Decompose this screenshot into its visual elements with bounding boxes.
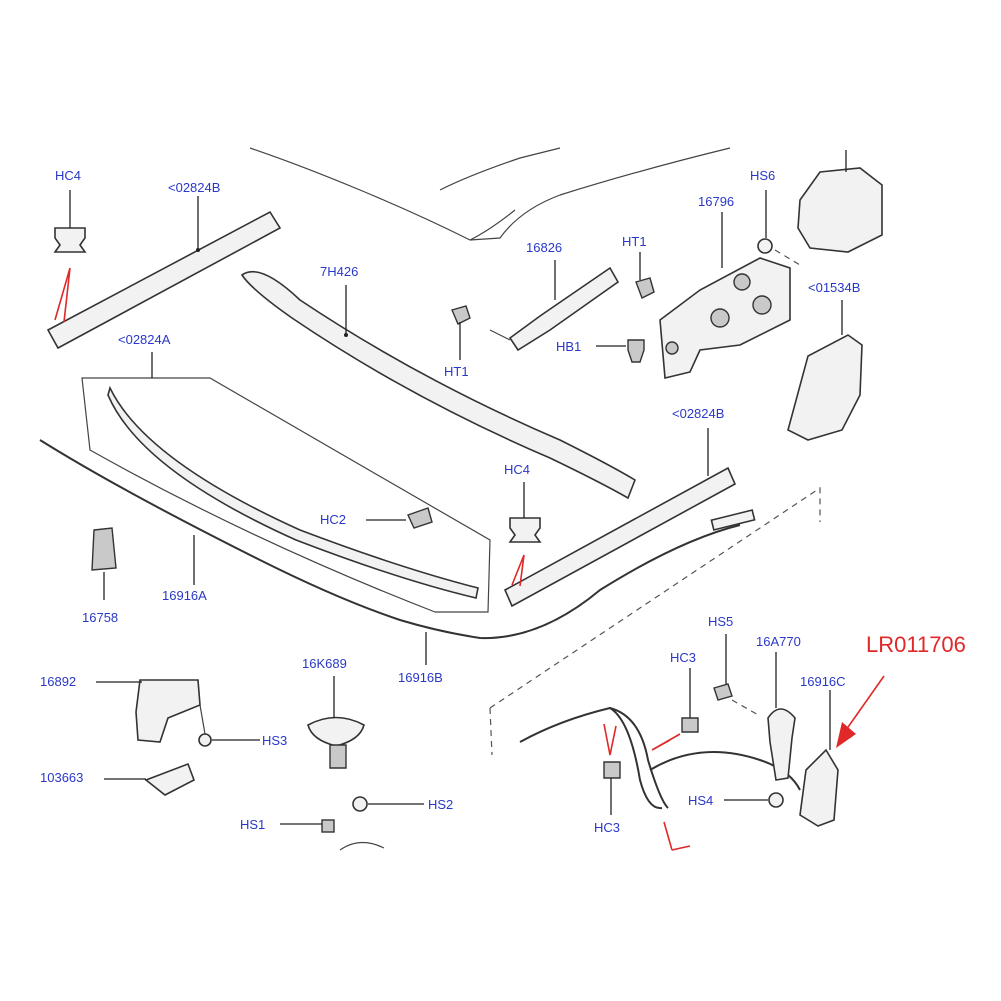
bracket-103663 — [104, 762, 195, 796]
label-02824a: <02824A — [118, 332, 171, 347]
bolt-hs3 — [198, 704, 260, 747]
clip-hc2 — [366, 507, 433, 529]
label-hc4-mid: HC4 — [504, 462, 530, 477]
cable-boundary-dashed — [489, 486, 821, 756]
bolt-hs2 — [352, 796, 424, 812]
clip-hc4-top — [53, 190, 87, 323]
bolt-hs6 — [757, 190, 801, 266]
catalog-number: LR011706 — [866, 632, 966, 657]
seal-strip-02824b-right — [503, 428, 737, 608]
label-16826: 16826 — [526, 240, 562, 255]
pointer-arrow-red — [836, 675, 885, 748]
clip-hc3-bottom — [603, 723, 691, 851]
bracket-16916c — [799, 690, 839, 827]
label-16796: 16796 — [698, 194, 734, 209]
label-hc2: HC2 — [320, 512, 346, 527]
bolt-hs4 — [724, 792, 784, 808]
label-7h426: 7H426 — [320, 264, 358, 279]
seal-frame-02824a — [81, 352, 491, 613]
label-hs1: HS1 — [240, 817, 265, 832]
bonnet-panel — [249, 147, 731, 241]
label-hs4: HS4 — [688, 793, 713, 808]
label-16758: 16758 — [82, 610, 118, 625]
label-hb1: HB1 — [556, 339, 581, 354]
bolt-hs1 — [280, 819, 385, 851]
bump-stop-16758 — [91, 527, 117, 600]
label-01534b: <01534B — [808, 280, 860, 295]
clip-hc4-mid — [508, 482, 542, 587]
release-cable-lower — [519, 668, 801, 810]
label-ht1-bottom: HT1 — [444, 364, 469, 379]
fastener-hb1 — [596, 339, 645, 363]
label-hs3: HS3 — [262, 733, 287, 748]
label-hc4-top: HC4 — [55, 168, 81, 183]
label-16916a: 16916A — [162, 588, 207, 603]
label-103663: 103663 — [40, 770, 83, 785]
fastener-ht1-bottom — [451, 305, 471, 360]
label-02824b-top: <02824B — [168, 180, 220, 195]
seal-strip-02824b-left — [46, 196, 282, 350]
label-16k689: 16K689 — [302, 656, 347, 671]
release-handle-16a770 — [767, 652, 796, 781]
label-hs5: HS5 — [708, 614, 733, 629]
cover-01534b — [787, 300, 863, 441]
label-16916b: 16916B — [398, 670, 443, 685]
label-hc3-top: HC3 — [670, 650, 696, 665]
fastener-ht1-top — [635, 252, 655, 299]
striker-16892 — [96, 679, 201, 743]
label-ht1-top: HT1 — [622, 234, 647, 249]
label-hc3-bottom: HC3 — [594, 820, 620, 835]
label-hs6: HS6 — [750, 168, 775, 183]
release-cable-16916 — [39, 439, 756, 665]
latch-16k689 — [307, 676, 365, 769]
label-02824b-right: <02824B — [672, 406, 724, 421]
cover-top-right — [797, 150, 883, 253]
gas-strut-16826 — [489, 260, 620, 352]
seal-7h426 — [240, 270, 636, 500]
bolt-hs5 — [713, 634, 761, 717]
label-16916c: 16916C — [800, 674, 846, 689]
label-16892: 16892 — [40, 674, 76, 689]
label-hs2: HS2 — [428, 797, 453, 812]
label-16a770: 16A770 — [756, 634, 801, 649]
hinge-16796 — [659, 212, 791, 379]
